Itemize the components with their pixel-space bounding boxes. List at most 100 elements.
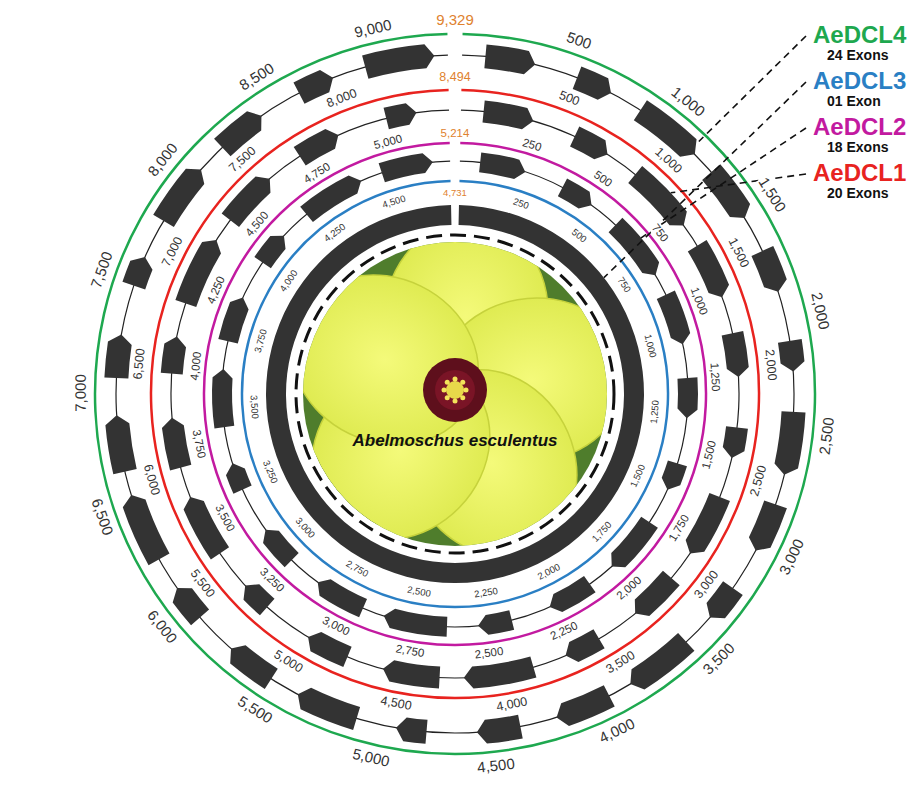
flower-photo xyxy=(303,242,607,546)
intron-line xyxy=(171,110,739,678)
position-tick: 7,000 xyxy=(159,234,186,270)
position-tick: 4,500 xyxy=(379,695,414,715)
position-tick: 4,000 xyxy=(595,715,638,747)
exon-block xyxy=(396,717,427,743)
position-tick: 6,500 xyxy=(132,347,149,381)
exon-block xyxy=(105,415,136,474)
exon-block xyxy=(298,688,360,730)
position-tick: 5,000 xyxy=(270,648,306,677)
ring-line xyxy=(242,181,668,607)
position-tick: 1,500 xyxy=(724,235,751,271)
leader-line xyxy=(671,174,806,193)
position-tick: 5,500 xyxy=(234,693,276,728)
exon-block xyxy=(104,334,131,378)
exon-block xyxy=(479,152,525,179)
exon-block xyxy=(162,418,191,471)
exon-block xyxy=(477,715,523,744)
position-tick: 250 xyxy=(510,196,530,212)
position-tick: 500 xyxy=(591,168,616,190)
exon-block xyxy=(662,460,687,489)
exon-block xyxy=(558,178,592,208)
leader-line xyxy=(641,128,806,238)
ring-line xyxy=(151,90,759,698)
position-tick: 3,250 xyxy=(260,458,280,486)
exon-block xyxy=(161,336,186,374)
position-tick: 750 xyxy=(649,220,672,244)
ring-line xyxy=(204,143,706,645)
exon-block xyxy=(635,571,680,616)
position-tick: 500 xyxy=(569,226,589,245)
exon-block xyxy=(702,164,750,218)
flower-eye xyxy=(423,358,487,422)
exon-count: 18 Exons xyxy=(826,140,889,155)
position-tick: 500 xyxy=(556,89,582,110)
exon-block xyxy=(383,660,440,688)
exon-block xyxy=(484,44,535,74)
position-tick: 500 xyxy=(563,29,594,54)
position-tick: 6,000 xyxy=(143,606,181,647)
position-tick: 1,500 xyxy=(754,174,789,216)
exon-block xyxy=(244,584,275,615)
position-tick: 1,250 xyxy=(708,361,723,393)
exon-block xyxy=(686,493,730,554)
position-tick: 2,250 xyxy=(472,585,499,599)
exon-block xyxy=(657,291,690,345)
position-tick: 4,000 xyxy=(188,350,204,382)
position-tick: 2,000 xyxy=(807,290,832,332)
exon-block xyxy=(749,500,787,550)
exon-count: 01 Exon xyxy=(826,94,882,109)
position-tick: 3,750 xyxy=(190,428,208,461)
gene-length: 9,329 xyxy=(435,12,475,29)
exon-block xyxy=(379,153,433,182)
exon-count: 24 Exons xyxy=(826,48,889,63)
photo-circle: Abelmoschus esculentus xyxy=(303,242,607,546)
position-tick: 250 xyxy=(520,136,544,154)
exon-block xyxy=(294,129,339,165)
position-tick: 2,000 xyxy=(761,348,778,382)
exon-block xyxy=(557,685,615,726)
exon-block xyxy=(384,103,417,129)
position-tick: 4,500 xyxy=(380,194,408,212)
exon-block xyxy=(722,331,749,377)
intron-line xyxy=(116,55,794,733)
position-tick: 3,750 xyxy=(253,327,270,355)
position-tick: 2,750 xyxy=(394,642,426,660)
position-tick: 1,500 xyxy=(628,462,648,490)
position-tick: 2,500 xyxy=(406,584,433,599)
leader-line xyxy=(699,36,806,142)
position-tick: 8,000 xyxy=(144,139,182,180)
position-tick: 5,000 xyxy=(350,746,392,771)
position-tick: 3,500 xyxy=(699,639,739,679)
exon-block xyxy=(226,463,252,493)
exon-block xyxy=(263,530,299,568)
position-tick: 4,000 xyxy=(495,695,530,715)
exon-block xyxy=(212,369,234,429)
exon-block xyxy=(630,633,694,689)
exon-block xyxy=(230,645,278,689)
exon-block xyxy=(483,101,534,130)
position-tick: 1,250 xyxy=(649,399,662,426)
position-tick: 3,000 xyxy=(776,535,808,578)
gene-name: AeDCL1 xyxy=(812,160,907,186)
exon-block xyxy=(570,126,608,159)
exon-block xyxy=(611,517,658,568)
ring-line xyxy=(95,34,815,754)
exon-block xyxy=(775,411,806,474)
position-tick: 4,500 xyxy=(476,755,517,776)
position-tick: 9,000 xyxy=(352,17,394,42)
exon-block xyxy=(751,246,786,292)
intron-line xyxy=(222,161,688,627)
exon-block xyxy=(254,236,285,268)
exon-block xyxy=(123,495,170,565)
gene-name: AeDCL4 xyxy=(812,22,907,48)
exon-block xyxy=(362,44,434,78)
gene-length: 5,214 xyxy=(440,127,471,140)
exon-block xyxy=(723,426,748,458)
position-tick: 8,500 xyxy=(236,59,278,94)
position-tick: 750 xyxy=(614,274,632,295)
exon-count: 20 Exons xyxy=(826,186,889,201)
gene-name: AeDCL2 xyxy=(812,114,907,140)
exon-block xyxy=(384,609,448,637)
exon-block xyxy=(628,166,687,226)
